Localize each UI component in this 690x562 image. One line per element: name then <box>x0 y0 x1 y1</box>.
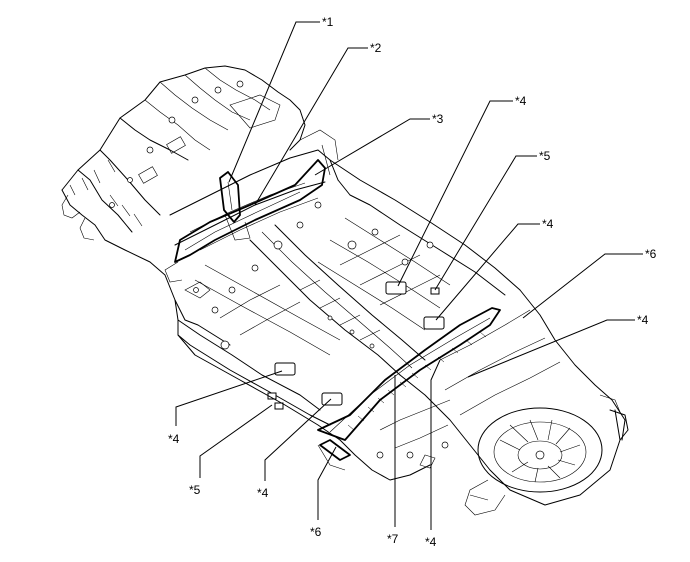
callout-label: *4 <box>425 535 437 549</box>
floor-pad <box>274 362 296 376</box>
callout-label: *7 <box>387 532 399 546</box>
callout-label: *6 <box>645 247 657 261</box>
callout-label: *4 <box>257 486 269 500</box>
floor-pad <box>423 316 445 330</box>
callout-label: *6 <box>310 525 322 539</box>
callout-label: *4 <box>168 432 180 446</box>
callout-labels: *1 *2 *3 *4 *5 *4 *6 *4 *4 *5 *4 *6 *7 *… <box>168 15 657 549</box>
small-bracket <box>430 287 440 295</box>
callout-label: *4 <box>542 217 554 231</box>
callout-label: *1 <box>322 15 334 29</box>
floor-pad <box>321 392 343 406</box>
callout-label: *2 <box>370 41 382 55</box>
leader-lines <box>175 21 643 530</box>
callout-label: *5 <box>189 483 201 497</box>
callout-label: *4 <box>515 94 527 108</box>
floor-pad <box>385 281 407 295</box>
callout-label: *3 <box>432 112 444 126</box>
callout-label: *5 <box>539 149 551 163</box>
small-bracket <box>274 402 284 410</box>
callout-label: *4 <box>637 313 649 327</box>
underbody-structure <box>61 65 629 516</box>
